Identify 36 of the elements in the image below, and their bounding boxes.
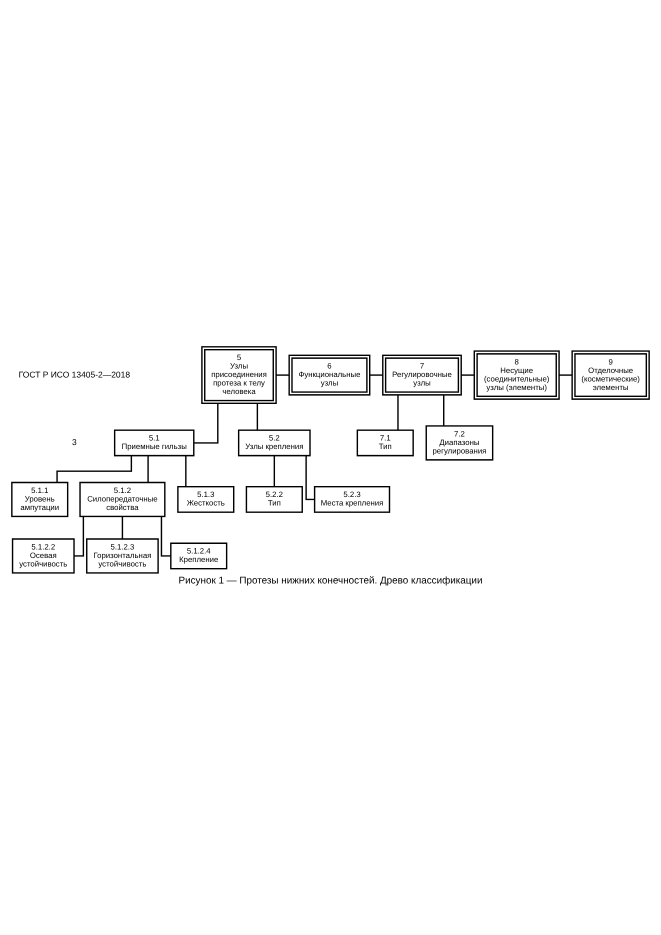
connector: [256, 402, 258, 430]
connector: [185, 455, 187, 486]
node-box: 6 Функциональные узлы: [288, 354, 370, 396]
node-box: 5.1.2.2 Осевая устойчивость: [12, 538, 75, 574]
node-box: 5.2 Узлы крепления: [238, 429, 311, 456]
connector: [559, 374, 572, 376]
node-box: 5.2.3 Места крепления: [314, 486, 390, 512]
node-box: 9 Отделочные (косметические) элементы: [571, 350, 650, 400]
node-box: 7.1 Тип: [356, 429, 414, 456]
node-box: 7.2 Диапазоны регулирования: [426, 424, 494, 460]
connector: [122, 516, 124, 538]
node-box: 5.1.2 Силопередаточные свойства: [79, 481, 166, 517]
connector: [276, 374, 289, 376]
node-box: 7 Регулировочные узлы: [382, 354, 462, 396]
label: ГОСТ Р ИСО 13405-2—2018: [18, 368, 130, 379]
connector: [443, 394, 444, 426]
connector: [160, 516, 171, 556]
connector: [461, 374, 474, 376]
connector: [147, 455, 149, 482]
connector: [397, 394, 399, 430]
node-box: 5.1.2.3 Горизонтальная устойчивость: [86, 538, 159, 574]
connector: [56, 455, 132, 482]
caption: Рисунок 1 — Протезы нижних конечностей. Древо классификации: [178, 575, 482, 586]
node-box: 5.1 Приемные гильзы: [114, 429, 194, 456]
node-box: 5.1.1 Уровень ампутации: [11, 481, 68, 517]
connector: [194, 402, 219, 444]
node-box: 5.2.2 Тип: [246, 486, 303, 512]
node-box: 5 Узлы присоединения протеза к телу человека: [201, 346, 277, 404]
node-box: 5.1.2.4 Крепление: [170, 542, 228, 569]
connector: [74, 516, 84, 556]
node-box: 8 Несущие (соединительные) узлы (элементы): [474, 350, 560, 400]
connector: [305, 455, 315, 500]
label: 3: [72, 436, 77, 447]
connector: [370, 374, 383, 376]
node-box: 5.1.3 Жесткость: [177, 486, 234, 512]
connector: [274, 455, 276, 486]
